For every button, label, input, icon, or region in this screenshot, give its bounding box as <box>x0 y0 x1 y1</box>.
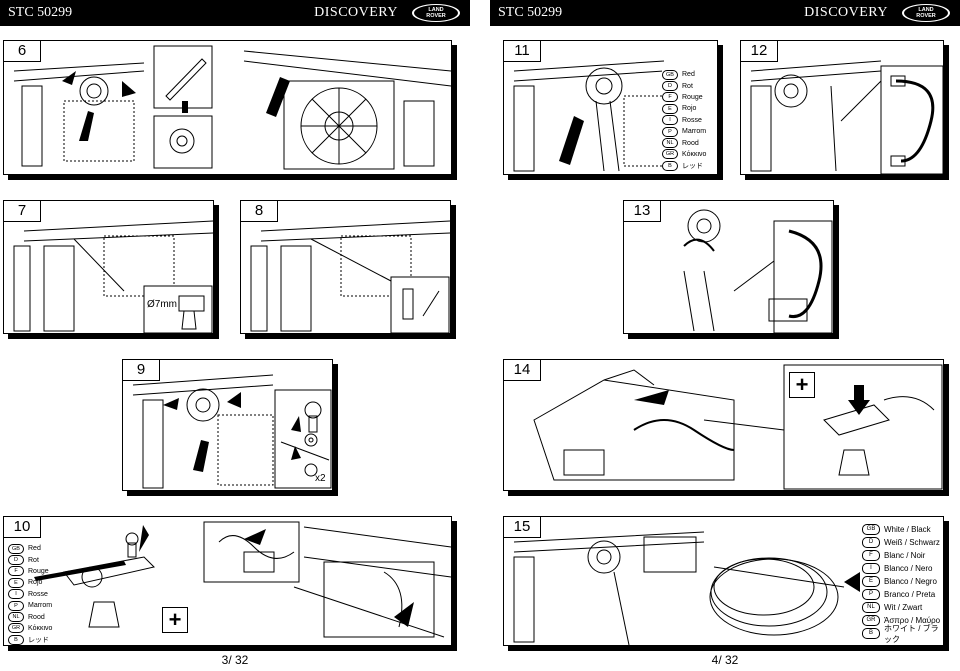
page-number: 4/ 32 <box>711 653 739 667</box>
step-9-panel: 9 x2 <box>122 359 333 491</box>
step-number: 6 <box>4 41 41 62</box>
step-14-panel: 14 + <box>503 359 944 491</box>
step-8-panel: 8 <box>240 200 451 334</box>
step-number: 14 <box>504 360 541 381</box>
model-name: DISCOVERY <box>804 5 888 20</box>
step-number: 7 <box>4 201 41 222</box>
step-number: 10 <box>4 517 41 538</box>
step-12-illustration <box>750 60 943 174</box>
positive-terminal-symbol: + <box>162 607 188 633</box>
step-13-illustration <box>683 209 833 333</box>
step-number: 11 <box>504 41 541 62</box>
step-11-illustration <box>513 60 665 172</box>
quantity-label: x2 <box>315 473 326 484</box>
document-code: STC 50299 <box>8 5 73 20</box>
step-9-illustration <box>132 374 332 489</box>
step-13-panel: 13 <box>623 200 834 334</box>
step-number: 12 <box>741 41 778 62</box>
step-6-illustration <box>13 45 451 170</box>
page-number: 3/ 32 <box>221 653 249 667</box>
step-15-illustration <box>513 531 860 645</box>
step-8-illustration <box>250 220 450 333</box>
step-7-illustration <box>13 220 213 333</box>
drill-size-label: Ø7mm <box>147 299 177 310</box>
step-10-illustration <box>34 521 451 638</box>
step-number: 15 <box>504 517 541 538</box>
step-7-panel: 7 Ø7mm <box>3 200 214 334</box>
step-14-illustration <box>533 364 943 490</box>
step-number: 8 <box>241 201 278 222</box>
step-number: 13 <box>624 201 661 222</box>
step-12-panel: 12 <box>740 40 944 175</box>
step-6-panel: 6 <box>3 40 452 175</box>
positive-terminal-symbol: + <box>789 372 815 398</box>
document-code: STC 50299 <box>498 5 563 20</box>
step-number: 9 <box>123 360 160 381</box>
model-name: DISCOVERY <box>314 5 398 20</box>
